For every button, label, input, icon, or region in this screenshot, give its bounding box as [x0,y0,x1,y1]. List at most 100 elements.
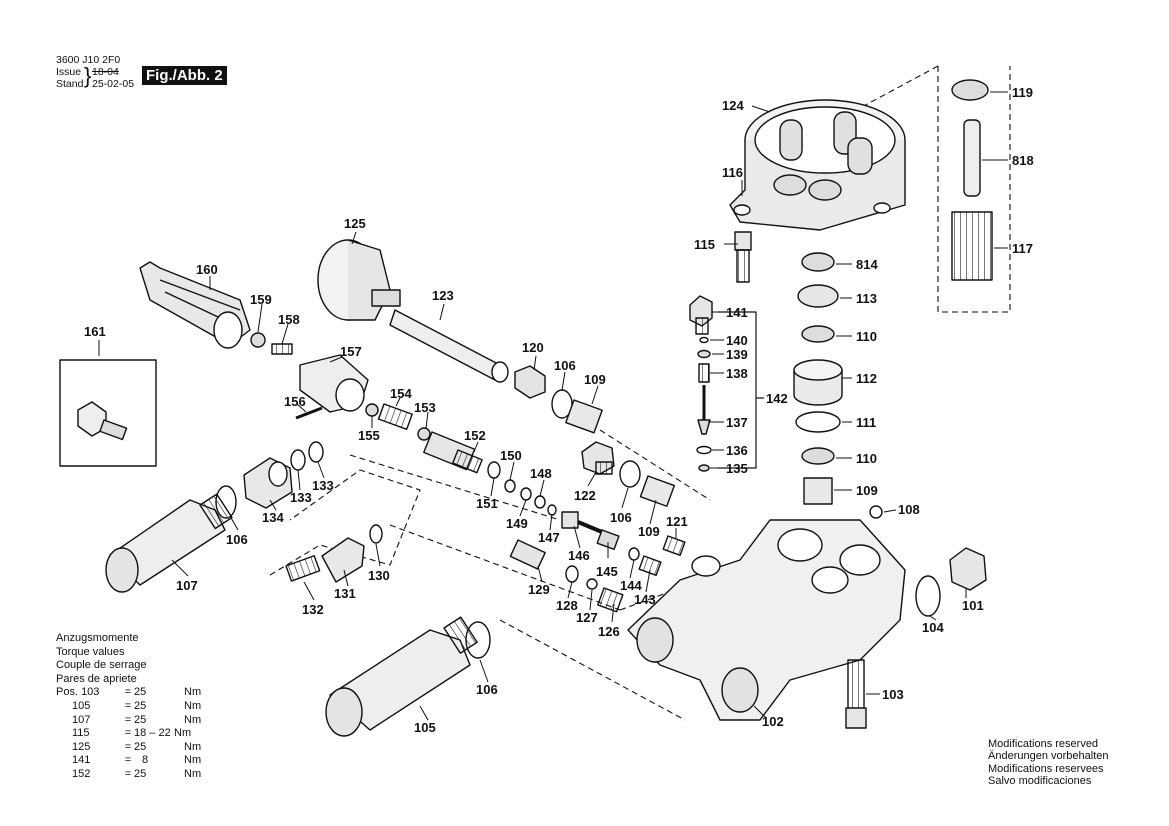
part-153 [417,427,431,441]
label-155: 155 [358,428,380,443]
part-132-spring [285,555,321,582]
part-149 [520,487,532,501]
label-104: 104 [922,620,944,635]
bracket-142 [718,311,757,469]
label-160: 160 [196,262,218,277]
label-158: 158 [278,312,300,327]
part-818-piston [963,119,981,197]
label-140: 140 [726,333,748,348]
part-121 [662,535,686,557]
label-107: 107 [176,578,198,593]
part-146-rod [561,511,603,534]
leader-lines [98,91,1008,721]
torque-unit: Nm [184,754,202,767]
label-127: 127 [576,610,598,625]
label-153: 153 [414,400,436,415]
part-107-inlet [105,493,233,593]
label-133-b: 133 [312,478,334,493]
label-145: 145 [596,564,618,579]
part-119-clip [951,79,989,101]
label-115: 115 [694,237,715,252]
torque-val: 18 – 22 [134,727,171,740]
part-128 [565,565,579,583]
mods-es: Salvo modificaciones [988,775,1092,788]
torque-eq: = [124,686,132,699]
label-132: 132 [302,602,324,617]
torque-val: 25 [134,740,147,753]
label-152: 152 [464,428,486,443]
torque-title-fr: Couple de serrage [56,659,147,672]
label-110-a: 110 [856,329,877,344]
part-145 [596,529,620,551]
part-151 [487,461,501,479]
torque-pos: 125 [72,740,91,753]
part-144 [628,547,640,561]
part-122-plug [581,441,615,475]
label-159: 159 [250,292,272,307]
part-124-manifold [729,99,906,231]
label-135: 135 [726,461,748,476]
header-brace: } [84,63,92,88]
torque-title-en: Torque values [56,645,125,658]
torque-val: 25 [134,686,147,699]
part-127 [586,578,598,590]
part-109-valve-a [565,399,603,434]
torque-eq: = [124,699,132,712]
torque-eq: = [124,740,132,753]
inset-box-161 [59,359,157,467]
torque-eq: = [124,727,132,740]
label-148: 148 [530,466,552,481]
part-109-valve-c [803,477,833,505]
part-135 [698,464,710,472]
torque-pos: 152 [72,767,91,780]
stand-label: Stand [56,78,84,90]
part-156-pin [295,406,323,420]
label-103: 103 [882,687,904,702]
label-143: 143 [634,592,656,607]
part-133-ring-a [290,449,306,471]
part-110-b [801,447,835,465]
label-161: 161 [84,324,106,339]
label-113: 113 [856,291,877,306]
torque-unit: Nm [184,699,202,712]
torque-eq: = [124,767,132,780]
label-109-b: 109 [638,524,660,539]
label-154: 154 [390,386,412,401]
part-148 [534,495,546,509]
part-814 [801,252,835,272]
label-150: 150 [500,448,522,463]
part-130 [369,524,383,544]
label-109-c: 109 [856,483,878,498]
part-125-cap [317,239,401,321]
torque-unit: Nm [184,686,202,699]
label-156: 156 [284,394,306,409]
label-149: 149 [506,516,528,531]
part-102-pump-body [627,519,906,721]
label-102: 102 [762,714,784,729]
torque-title-de: Anzugsmomente [56,632,139,644]
label-139: 139 [726,347,748,362]
torque-pos: 105 [72,699,91,712]
label-111: 111 [856,415,876,430]
part-158 [271,343,293,355]
label-122: 122 [574,488,596,503]
part-110-a [801,325,835,343]
label-136: 136 [726,443,748,458]
label-134: 134 [262,510,284,525]
mods-de: Änderungen vorbehalten [988,750,1109,763]
label-105: 105 [414,720,436,735]
label-106-c: 106 [226,532,248,547]
part-155 [365,403,379,417]
modifications-note: Modifications reserved Änderungen vorbeh… [988,738,1108,788]
torque-pos: 115 [72,727,90,740]
label-124: 124 [722,98,744,113]
torque-eq: = [124,754,132,767]
label-125: 125 [344,216,366,231]
